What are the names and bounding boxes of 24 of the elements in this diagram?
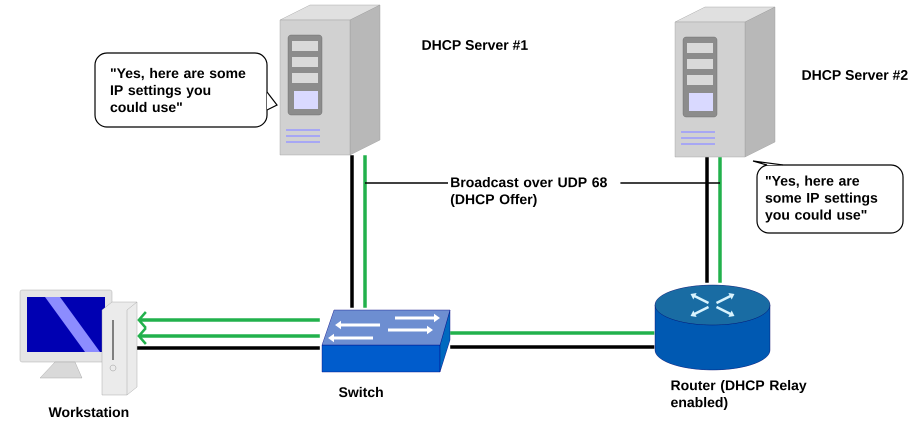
workstation-drawing xyxy=(20,290,138,396)
network-cable xyxy=(450,331,654,335)
server-drawing xyxy=(674,6,776,158)
speech-bubble: "Yes, here are some IP settings you could use" xyxy=(94,52,278,128)
speech-bubble: "Yes, here are some IP settings you could use" xyxy=(752,160,904,234)
node-label: DHCP Server #2 xyxy=(802,70,908,80)
network-cable xyxy=(137,346,320,350)
node-label: DHCP Server #1 xyxy=(422,40,528,50)
leader-line xyxy=(365,182,448,184)
network-cable xyxy=(350,155,354,308)
network-cable xyxy=(705,157,709,283)
node-label: Router (DHCP Relay enabled) xyxy=(671,380,807,410)
node-label: Workstation xyxy=(48,406,128,418)
network-cable xyxy=(137,311,320,329)
server-drawing xyxy=(280,4,380,156)
network-cable xyxy=(137,327,320,345)
annotation-text: Broadcast over UDP 68 (DHCP Offer) xyxy=(450,176,607,208)
network-cable xyxy=(718,157,722,283)
router-drawing xyxy=(654,284,770,370)
network-cable xyxy=(450,345,654,349)
switch-drawing xyxy=(322,310,450,372)
leader-line xyxy=(620,182,720,184)
node-label: Switch xyxy=(338,386,383,398)
network-cable xyxy=(363,155,367,308)
